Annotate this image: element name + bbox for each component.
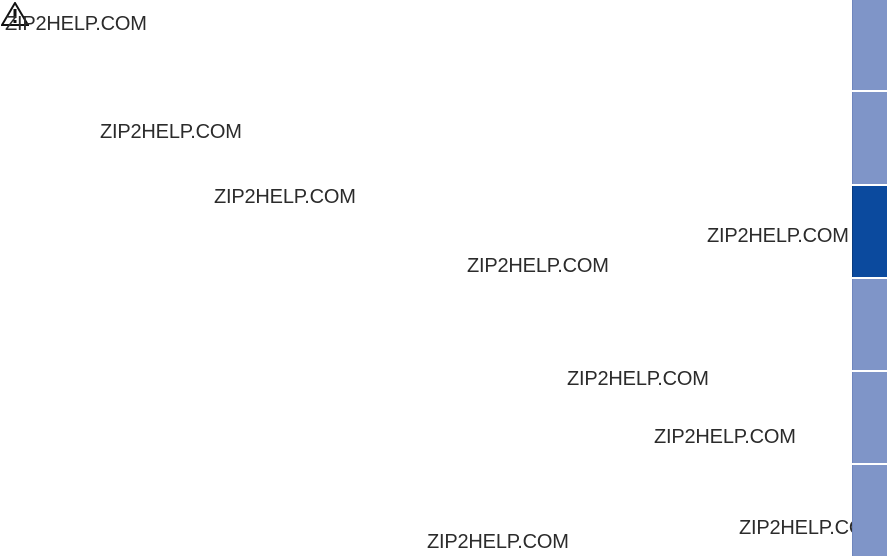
watermark-text: ZIP2HELP.COM xyxy=(100,121,242,143)
chapter-tab-5[interactable] xyxy=(852,372,887,463)
chapter-tab-3-active[interactable] xyxy=(852,186,887,277)
tab-divider xyxy=(852,184,887,186)
chapter-tab-6[interactable] xyxy=(852,465,887,556)
chapter-tab-2[interactable] xyxy=(852,92,887,184)
chapter-tab-1[interactable] xyxy=(852,0,887,90)
watermark-text: ZIP2HELP.COM xyxy=(214,186,356,208)
tab-divider xyxy=(852,277,887,279)
watermark-text: ZIP2HELP.COM xyxy=(5,13,147,35)
watermark-text: ZIP2HELP.COM xyxy=(467,255,609,277)
tab-divider xyxy=(852,370,887,372)
watermark-text: ZIP2HELP.COM xyxy=(427,531,569,553)
watermark-text: ZIP2HELP.COM xyxy=(567,368,709,390)
warning-triangle-icon xyxy=(1,2,29,26)
watermark-text: ZIP2HELP.COM xyxy=(654,426,796,448)
tab-divider xyxy=(852,463,887,465)
watermark-text: ZIP2HELP.COM xyxy=(707,225,849,247)
chapter-tab-strip xyxy=(852,0,887,556)
chapter-tab-4[interactable] xyxy=(852,279,887,370)
watermark-text: ZIP2HELP.COM xyxy=(739,517,881,539)
tab-divider xyxy=(852,90,887,92)
